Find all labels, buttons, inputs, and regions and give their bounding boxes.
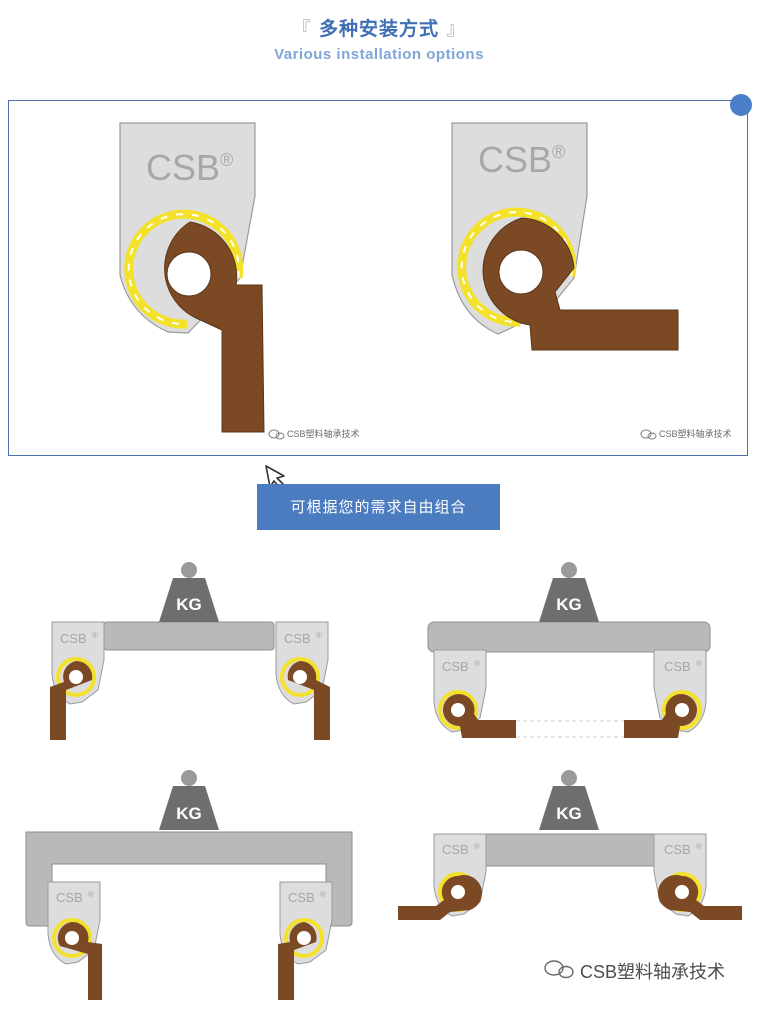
watermark-right: CSB塑料轴承技术 xyxy=(659,428,732,439)
svg-text:®: ® xyxy=(88,890,94,899)
registered-left: ® xyxy=(220,150,233,170)
kg-label: KG xyxy=(556,595,582,614)
hinge-horizontal-arm: CSB ® xyxy=(451,122,679,351)
installation-illustrations: CSB ® CSB ® CSB塑料轴承技术 CSB塑料轴承技术 xyxy=(119,122,732,440)
wechat-icon xyxy=(640,429,657,440)
svg-text:®: ® xyxy=(696,842,702,851)
kg-label: KG xyxy=(176,595,202,614)
svg-text:®: ® xyxy=(92,631,98,640)
corner-dot xyxy=(730,94,752,116)
wechat-icon xyxy=(268,429,285,440)
svg-text:®: ® xyxy=(696,659,702,668)
svg-text:®: ® xyxy=(474,842,480,851)
close-bracket: 』 xyxy=(446,19,466,40)
svg-text:CSB: CSB xyxy=(60,631,87,646)
svg-text:CSB: CSB xyxy=(664,659,691,674)
combo-horizontal-arms: KG CSB ® CSB ® xyxy=(427,562,711,738)
svg-text:CSB: CSB xyxy=(288,890,315,905)
svg-text:®: ® xyxy=(474,659,480,668)
pin-hole-left xyxy=(166,251,212,297)
combo-vertical-arms: KG CSB ® CSB ® xyxy=(50,562,330,740)
open-bracket: 『 xyxy=(292,19,312,40)
bronze-arm-right xyxy=(482,217,679,351)
combine-freely-banner: 可根据您的需求自由组合 xyxy=(257,484,500,530)
svg-text:CSB: CSB xyxy=(284,631,311,646)
brand-right: CSB xyxy=(478,139,552,180)
brand-left: CSB xyxy=(146,147,220,188)
section-subtitle: Various installation options xyxy=(274,46,484,63)
hinge-vertical-arm: CSB ® xyxy=(119,122,265,433)
footer-watermark: CSB塑料轴承技术 xyxy=(580,962,725,982)
combo-bracket-frame: KG CSB ® CSB ® xyxy=(25,770,353,1000)
kg-label: KG xyxy=(556,804,582,823)
title-cn-text: 多种安装方式 xyxy=(318,18,439,40)
svg-text:CSB: CSB xyxy=(56,890,83,905)
svg-text:®: ® xyxy=(320,890,326,899)
svg-text:®: ® xyxy=(316,631,322,640)
watermark-left: CSB塑料轴承技术 xyxy=(287,428,360,439)
svg-text:CSB: CSB xyxy=(442,659,469,674)
registered-right: ® xyxy=(552,142,565,162)
svg-text:CSB: CSB xyxy=(442,842,469,857)
svg-text:CSB: CSB xyxy=(664,842,691,857)
pin-hole-right xyxy=(498,249,544,295)
installation-panel xyxy=(8,100,748,456)
wechat-icon xyxy=(544,960,574,979)
section-title: 『 多种安装方式 』 xyxy=(0,14,758,41)
combo-outward-arms: KG CSB ® CSB ® xyxy=(398,770,742,920)
combination-diagrams: KG CSB ® CSB ® KG CSB ® CSB ® xyxy=(25,562,742,1000)
kg-label: KG xyxy=(176,804,202,823)
